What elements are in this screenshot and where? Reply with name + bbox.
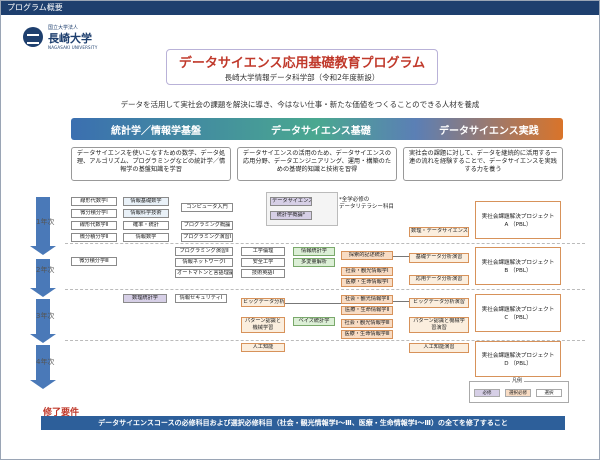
course-linear-algebra-1: 線形代数学Ⅰ (71, 197, 117, 206)
connector-2 (393, 301, 409, 302)
pbl-project-d: 実社会課題解決プロジェクト D （PBL） (475, 341, 561, 377)
legend-title: 凡例 (510, 377, 525, 384)
course-bigdata-ex: ビッグデータ分析演習 (409, 298, 469, 308)
course-ai: 人工知能 (241, 343, 285, 352)
course-tech-english: 技術英語Ⅰ (241, 269, 285, 278)
course-linear-algebra-2: 線形代数学Ⅱ (71, 221, 117, 230)
course-eng-ethics: 工学倫理 (241, 247, 285, 256)
course-calculus-2: 微分積分学Ⅱ (71, 233, 117, 242)
legend-elective-required: 選択必修 (505, 389, 531, 397)
course-bigdata: ビッグデータ分析 (241, 298, 285, 307)
separator-3 (65, 340, 585, 341)
band-ds-practice: データサイエンス実践 (439, 126, 539, 137)
band-stat-info: 統計学／情報学基盤 (111, 126, 201, 137)
year-arrow-4 (30, 345, 56, 389)
course-network-1: 情報ネットワークⅠ (175, 258, 233, 267)
crest-icon (23, 27, 43, 47)
logo-small: 国立大学法人 (48, 25, 79, 31)
year-arrow-3 (30, 299, 56, 343)
course-safety-eng: 安全工学 (241, 258, 285, 267)
legend: 凡例 必修 選択必修 選択 (469, 377, 569, 403)
course-automata: オートマトンと言語理論 (175, 269, 233, 278)
separator-2 (65, 289, 585, 290)
course-programming-ex-2: プログラミング演習Ⅱ (175, 247, 233, 256)
logo-name: 長崎大学 (48, 32, 92, 45)
university-logo: 国立大学法人 長崎大学 NAGASAKI UNIVERSITY (23, 23, 113, 55)
year-label-4: 4年次 (36, 358, 55, 366)
course-calculus-1: 微分積分学Ⅰ (71, 209, 117, 218)
course-info-sci-tech: 情報科学技術 (123, 209, 169, 218)
course-applied-data-analysis: 応用データ分析演習 (409, 275, 469, 285)
course-probability-stats: 確率・統計 (123, 221, 169, 230)
year-label-3: 3年次 (36, 312, 55, 320)
title-main: データサイエンス応用基礎教育プログラム (178, 56, 426, 71)
literacy-note: データサイエンス概論* 統計学概論* (266, 192, 338, 226)
course-basic-data-analysis: 基礎データ分析演習 (409, 253, 469, 263)
desc-stat-info: データサイエンスを使いこなすための数学、データ処理、アルゴリズム、プログラミング… (71, 147, 231, 181)
course-info-stats: 情報統計学 (293, 247, 335, 256)
course-intro-computer: コンピュータ入門 (181, 203, 233, 212)
course-medical-life-2: 医療・生命情報学Ⅱ (341, 306, 393, 315)
course-info-math: 情報数学 (123, 233, 169, 242)
pbl-project-b: 実社会課題解決プロジェクト B （PBL） (475, 247, 561, 285)
course-pattern-ml: パターン認識と機械学習 (241, 317, 285, 333)
course-math-stats: 数理統計学 (123, 294, 167, 303)
course-pattern-ml-ex: パターン認識と機械学習演習 (409, 317, 469, 333)
course-info-math-basic: 情報基礎数学 (123, 197, 169, 206)
course-math-ds: 数理・データサイエンス (409, 227, 469, 237)
year-label-2: 2年次 (36, 266, 55, 274)
pbl-project-c: 実社会課題解決プロジェクト C （PBL） (475, 294, 561, 332)
course-social-tourism-2: 社会・観光情報学Ⅱ (341, 295, 393, 304)
course-exploratory-stats: 探索的記述統計 (341, 251, 393, 260)
course-social-tourism-1: 社会・観光情報学Ⅰ (341, 267, 393, 276)
course-multivariate: 多変量解析 (293, 258, 335, 267)
course-ai-ex: 人工知能演習 (409, 343, 469, 353)
course-programming-intro: プログラミング概論 (181, 221, 233, 230)
category-band: 統計学／情報学基盤 データサイエンス基礎 データサイエンス実践 (71, 118, 563, 140)
course-stats-intro: 統計学概論* (270, 211, 312, 220)
course-programming-ex-1: プログラミング演習Ⅰ (181, 233, 233, 242)
logo-en: NAGASAKI UNIVERSITY (48, 45, 98, 50)
requirement-bar: データサイエンスコースの必修科目および選択必修科目（社会・観光情報学Ⅰ～Ⅲ、医療… (41, 416, 565, 430)
legend-required: 必修 (474, 389, 500, 397)
year-arrow-2 (30, 259, 56, 297)
pbl-project-a: 実社会課題解決プロジェクト A （PBL） (475, 201, 561, 239)
course-calculus-3: 微分積分学Ⅲ (71, 257, 117, 266)
connector-3 (285, 303, 341, 304)
requirement-text: データサイエンスコースの必修科目および選択必修科目（社会・観光情報学Ⅰ～Ⅲ、医療… (98, 419, 508, 427)
legend-elective: 選択 (536, 389, 562, 397)
course-ds-intro: データサイエンス概論* (270, 197, 312, 206)
program-title: データサイエンス応用基礎教育プログラム 長崎大学情報データ科学部（令和2年度新設… (166, 49, 438, 85)
title-sub: 長崎大学情報データ科学部（令和2年度新設） (224, 73, 380, 82)
year-arrow-1 (30, 197, 56, 255)
requirement-label: 修了要件 (43, 408, 80, 418)
connector-1 (393, 256, 409, 257)
year-label-1: 1年次 (36, 218, 55, 226)
course-security-1: 情報セキュリティⅠ (175, 294, 227, 303)
course-medical-life-1: 医療・生命情報学Ⅰ (341, 278, 393, 287)
header-label: プログラム概要 (7, 3, 63, 12)
literacy-caption: *全学必修の データリテラシー科目 (339, 197, 394, 210)
course-bayes: ベイズ統計学 (293, 317, 335, 326)
course-medical-life-3: 医療・生命情報学Ⅲ (341, 330, 393, 339)
desc-ds-practice: 実社会の課題に対して、データを継続的に活用する一連の流れを経験することで、データ… (403, 147, 563, 181)
goal-text: データを活用して実社会の課題を解決に導き、今はない仕事・新たな価値をつくることの… (120, 100, 480, 109)
course-social-tourism-3: 社会・観光情報学Ⅲ (341, 319, 393, 328)
band-ds-basic: データサイエンス基礎 (271, 126, 371, 137)
desc-ds-basic: データサイエンスの活用のため、データサイエンスの応用分野、データエンジニアリング… (237, 147, 397, 181)
header-bar: プログラム概要 (1, 1, 599, 15)
separator-1 (65, 243, 585, 244)
